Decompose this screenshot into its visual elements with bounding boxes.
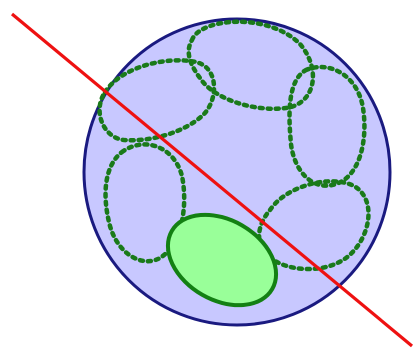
dotted-region-left — [103, 142, 187, 264]
cutting-line — [10, 12, 414, 348]
dotted-region-right — [287, 64, 367, 188]
dotted-region-top-left — [97, 58, 217, 143]
outer-circle — [82, 17, 392, 327]
highlighted-region — [165, 212, 279, 308]
